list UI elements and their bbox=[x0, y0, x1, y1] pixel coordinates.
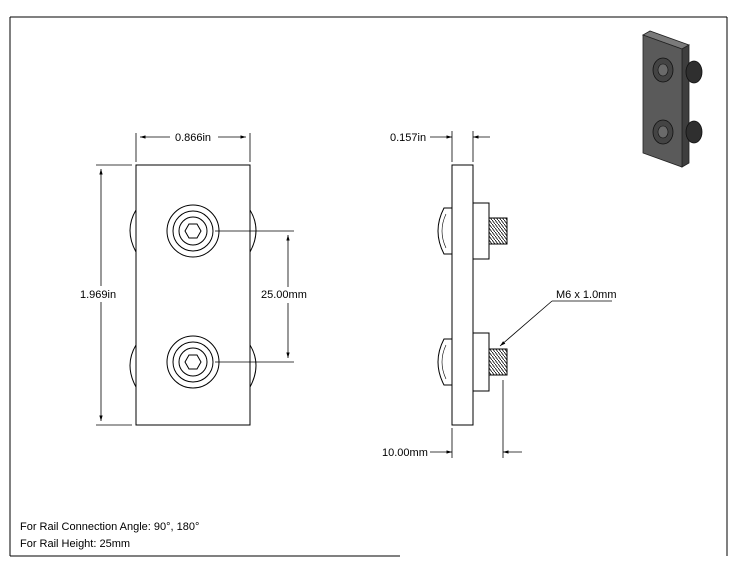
hex-socket-top-icon bbox=[184, 223, 202, 239]
front-dimensions bbox=[96, 133, 294, 426]
dimension-thickness-label: 0.157in bbox=[390, 132, 426, 144]
dimension-height-label: 1.969in bbox=[80, 289, 116, 301]
nut-bottom bbox=[472, 332, 490, 392]
bolt-iso-top bbox=[685, 60, 703, 84]
plate-front bbox=[135, 164, 251, 426]
bolt-bottom-recess bbox=[178, 347, 208, 377]
note-rail-height: For Rail Height: 25mm bbox=[20, 538, 131, 550]
sheet-border bbox=[9, 16, 728, 557]
plate-side bbox=[451, 164, 474, 426]
dimension-width-label: 0.866in bbox=[175, 132, 211, 144]
bolt-head-right-top bbox=[249, 209, 257, 253]
dimension-hole-spacing-label: 25.00mm bbox=[261, 289, 307, 301]
nut-top bbox=[472, 202, 490, 260]
thread-bottom bbox=[488, 348, 508, 376]
front-view bbox=[129, 164, 257, 426]
bolt-top-recess bbox=[178, 216, 208, 246]
bolt-dome-bottom bbox=[437, 338, 452, 386]
bolt-dome-top bbox=[437, 207, 452, 255]
hex-socket-bottom-icon bbox=[184, 354, 202, 370]
bolt-top-inner bbox=[172, 210, 214, 252]
note-rail-angle: For Rail Connection Angle: 90°, 180° bbox=[20, 521, 200, 533]
isometric-view bbox=[642, 30, 703, 168]
thread-top bbox=[488, 217, 508, 245]
side-view bbox=[437, 164, 508, 426]
bolt-iso-bottom bbox=[685, 120, 703, 144]
side-dimensions bbox=[430, 131, 612, 458]
bolt-head-left-top bbox=[129, 209, 137, 253]
plate-iso bbox=[642, 34, 683, 168]
bolt-head-right-bottom bbox=[249, 344, 257, 388]
bolt-bottom-inner bbox=[172, 341, 214, 383]
bolt-head-left-bottom bbox=[129, 344, 137, 388]
thread-callout-label: M6 x 1.0mm bbox=[556, 289, 617, 301]
bolt-top-outer bbox=[166, 204, 220, 258]
bolt-bottom-outer bbox=[166, 335, 220, 389]
dimension-bolt-length-label: 10.00mm bbox=[382, 447, 428, 459]
